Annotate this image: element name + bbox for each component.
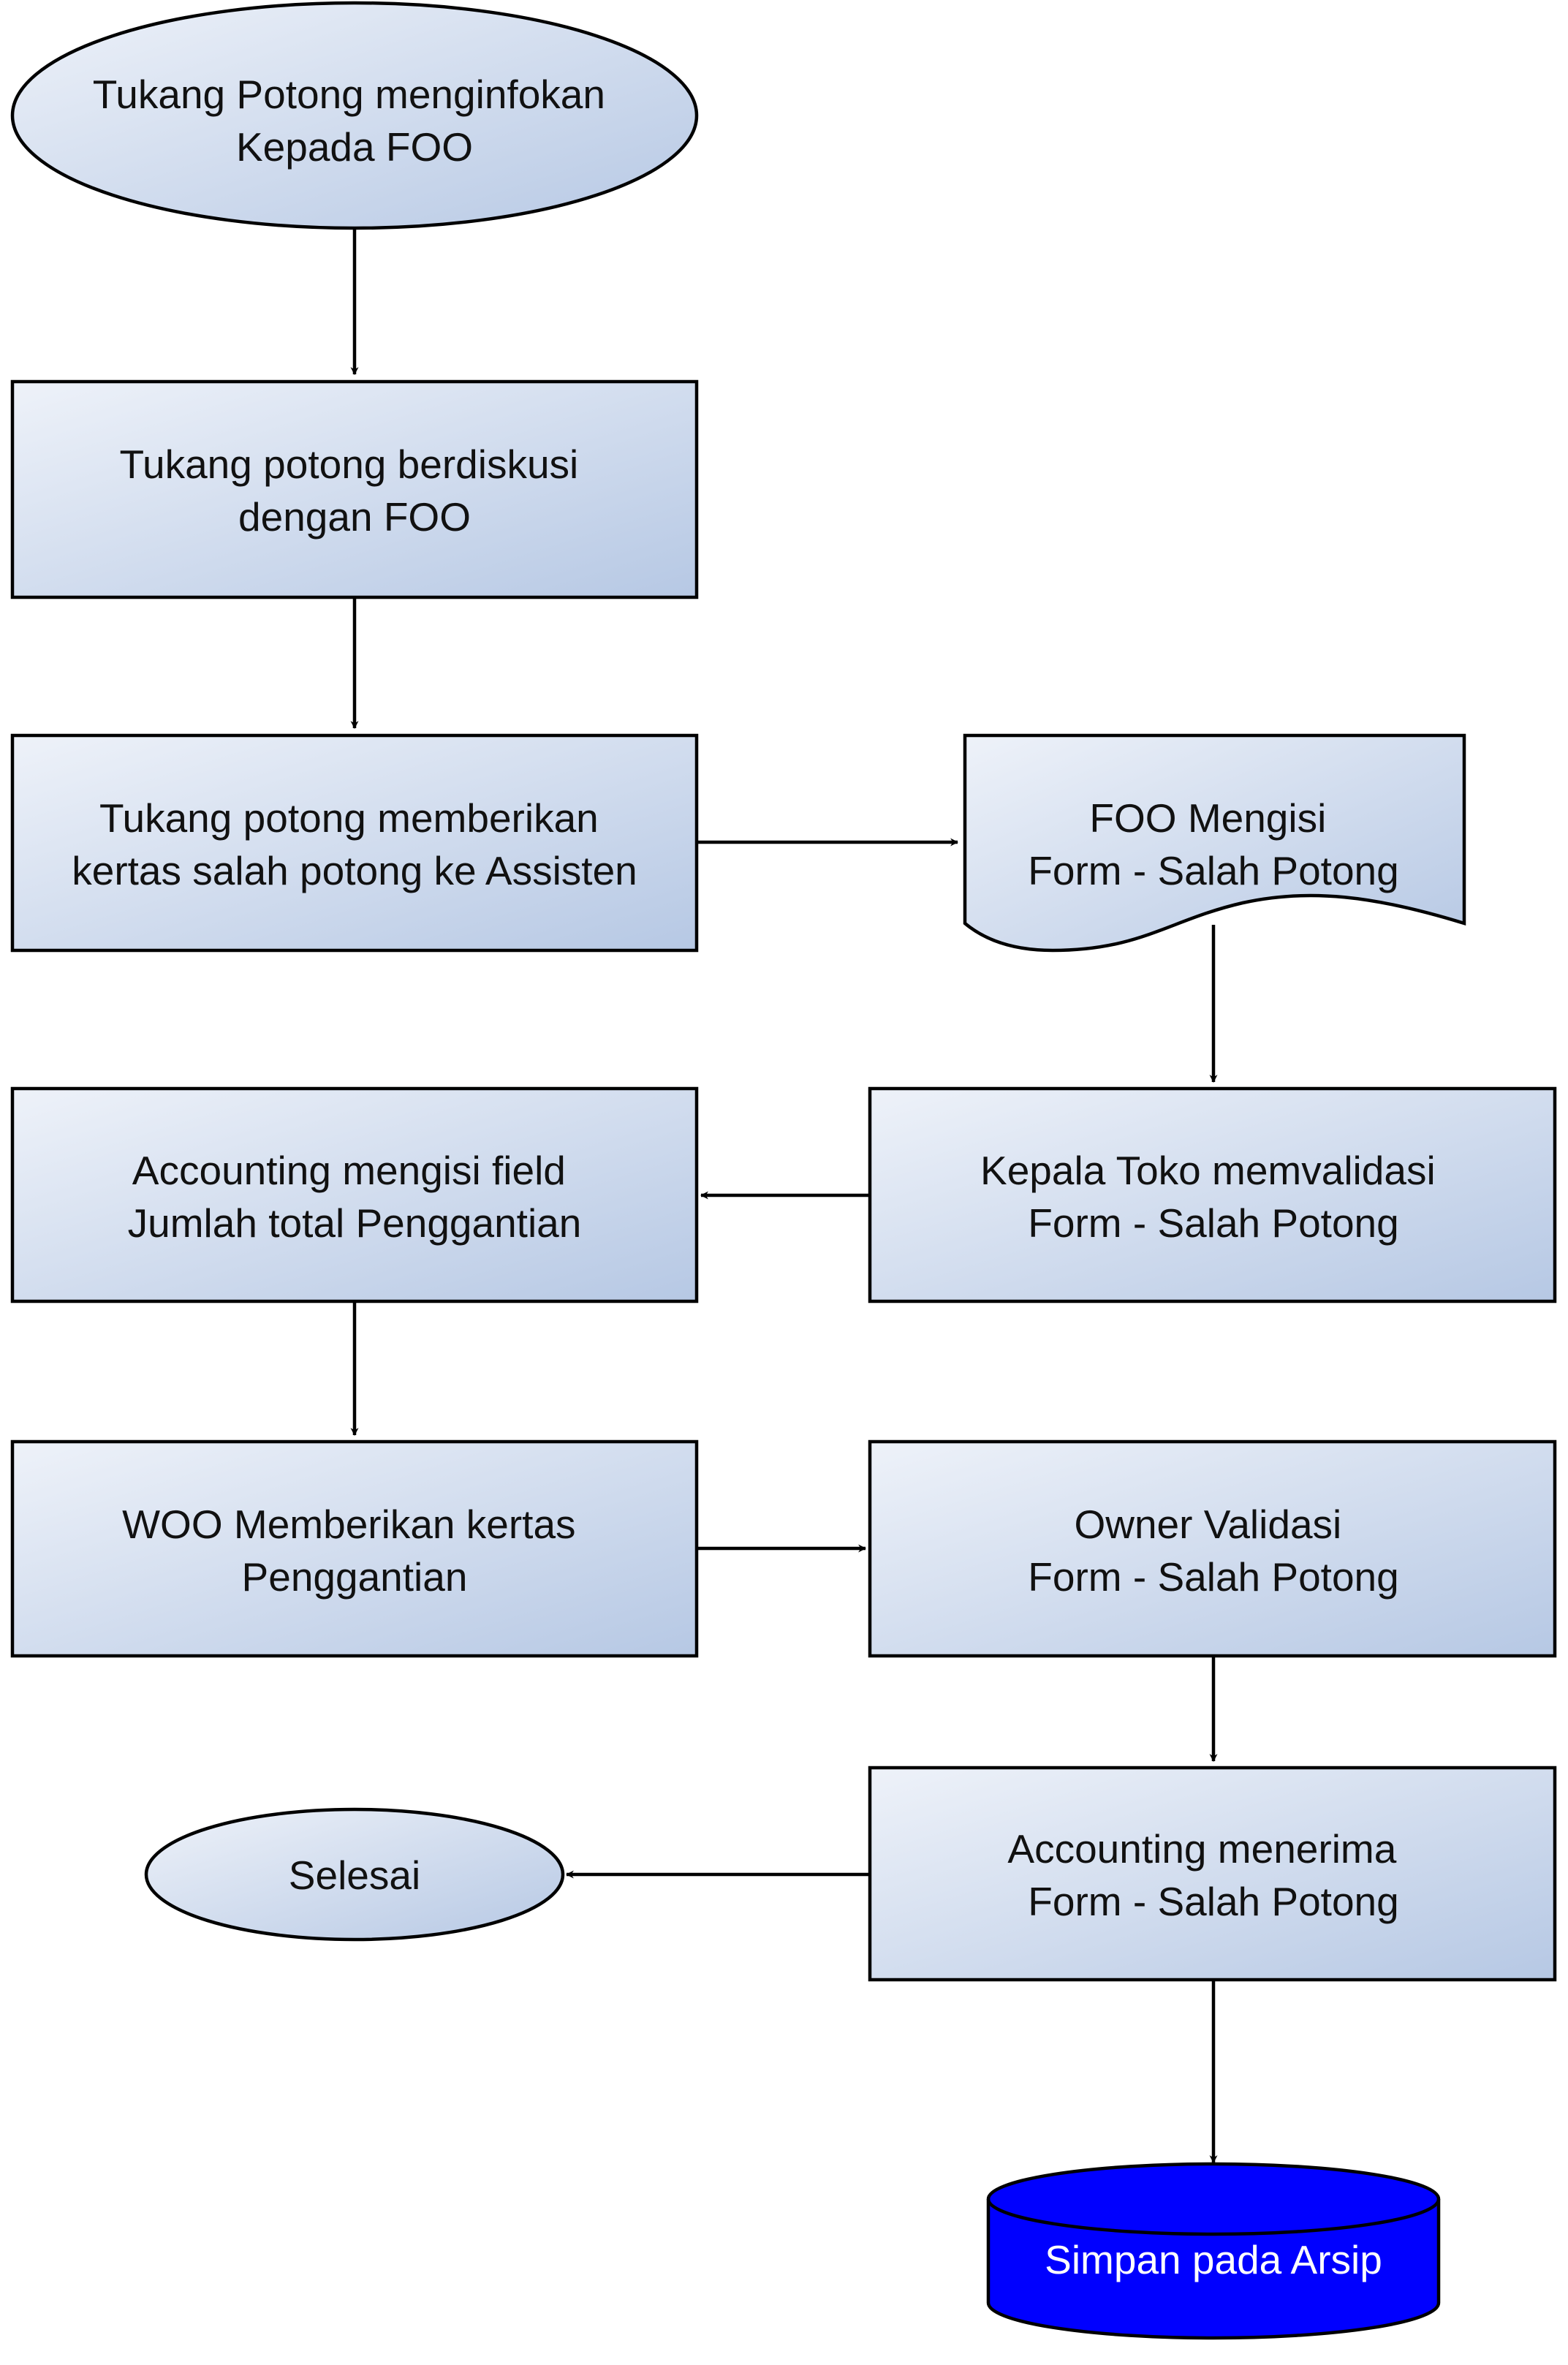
svg-text:Selesai: Selesai <box>289 1853 420 1898</box>
archive-cylinder-top-rim <box>986 2198 1441 2236</box>
head-validate-label-line-2: Form - Salah Potong <box>1028 1200 1398 1246</box>
node-discuss: Tukang potong berdiskusi dengan FOO <box>10 379 699 599</box>
node-woo-give: WOO Memberikan kertas Penggantian <box>10 1439 699 1658</box>
node-owner-validate: Owner Validasi Form - Salah Potong <box>868 1439 1557 1658</box>
discuss-label-line-2: dengan FOO <box>238 494 471 540</box>
give-paper-label-line-1: Tukang potong memberikan <box>99 795 599 841</box>
node-foo-fill: FOO Mengisi Form - Salah Potong <box>963 733 1466 953</box>
accounting-receive-label-line-1: Accounting menerima <box>1007 1826 1396 1872</box>
discuss-label-line-1: Tukang potong berdiskusi <box>119 442 578 487</box>
svg-text:Tukang Potong menginfokan: Tukang Potong menginfokan Kepada FOO <box>93 72 617 170</box>
node-accounting-receive: Accounting menerima Form - Salah Potong <box>868 1766 1557 1982</box>
svg-text:Owner Validasi Form - Sa: Owner Validasi Form - Salah Potong <box>1028 1502 1398 1600</box>
svg-text:WOO Memberikan kertas Pe: WOO Memberikan kertas Penggantian <box>122 1502 587 1600</box>
archive-cylinder-body <box>986 2162 1441 2340</box>
woo-give-label-line-2: Penggantian <box>242 1554 468 1600</box>
head-validate-box <box>868 1086 1557 1303</box>
owner-validate-box <box>868 1439 1557 1658</box>
accounting-fill-label-line-1: Accounting mengisi field <box>132 1148 566 1193</box>
archive-label: Simpan pada Arsip <box>1045 2237 1382 2282</box>
give-paper-box <box>10 733 699 953</box>
start-ellipse <box>10 1 699 230</box>
accounting-fill-label-line-2: Jumlah total Penggantian <box>128 1200 582 1246</box>
svg-text:FOO Mengisi Form - Salah: FOO Mengisi Form - Salah Potong <box>1028 795 1398 893</box>
foo-fill-label-line-1: FOO Mengisi <box>1089 795 1326 841</box>
svg-text:Accounting menerima Form: Accounting menerima Form - Salah Potong <box>1007 1826 1407 1924</box>
accounting-fill-box <box>10 1086 699 1303</box>
woo-give-box <box>10 1439 699 1658</box>
start-label-line-1: Tukang Potong menginfokan <box>93 72 605 117</box>
svg-text:Accounting mengisi field: Accounting mengisi field Jumlah total Pe… <box>128 1148 582 1246</box>
svg-text:Simpan pada Arsip: Simpan pada Arsip <box>1045 2237 1382 2282</box>
owner-validate-label-line-2: Form - Salah Potong <box>1028 1554 1398 1600</box>
owner-validate-label-line-1: Owner Validasi <box>1074 1502 1341 1547</box>
edges <box>350 228 1218 2164</box>
node-start: Tukang Potong menginfokan Kepada FOO <box>10 1 699 230</box>
foo-fill-document <box>963 733 1466 953</box>
node-head-validate: Kepala Toko memvalidasi Form - Salah Pot… <box>868 1086 1557 1303</box>
done-ellipse <box>144 1807 565 1942</box>
svg-text:Tukang potong memberikan: Tukang potong memberikan kertas salah po… <box>72 795 637 893</box>
accounting-receive-label-line-2: Form - Salah Potong <box>1028 1879 1398 1924</box>
node-give-paper: Tukang potong memberikan kertas salah po… <box>10 733 699 953</box>
discuss-box <box>10 379 699 599</box>
head-validate-label-line-1: Kepala Toko memvalidasi <box>980 1148 1436 1193</box>
foo-fill-label-line-2: Form - Salah Potong <box>1028 848 1398 893</box>
accounting-receive-box <box>868 1766 1557 1982</box>
give-paper-label-line-2: kertas salah potong ke Assisten <box>72 848 637 893</box>
done-label: Selesai <box>289 1853 420 1898</box>
node-accounting-fill: Accounting mengisi field Jumlah total Pe… <box>10 1086 699 1303</box>
node-done: Selesai <box>144 1807 565 1942</box>
start-label-line-2: Kepada FOO <box>236 124 473 170</box>
woo-give-label-line-1: WOO Memberikan kertas <box>122 1502 575 1547</box>
svg-text:Kepala Toko memvalidasi: Kepala Toko memvalidasi Form - Salah Pot… <box>980 1148 1447 1246</box>
svg-text:Tukang potong berdiskusi: Tukang potong berdiskusi dengan FOO <box>119 442 589 540</box>
node-archive: Simpan pada Arsip <box>986 2162 1441 2340</box>
